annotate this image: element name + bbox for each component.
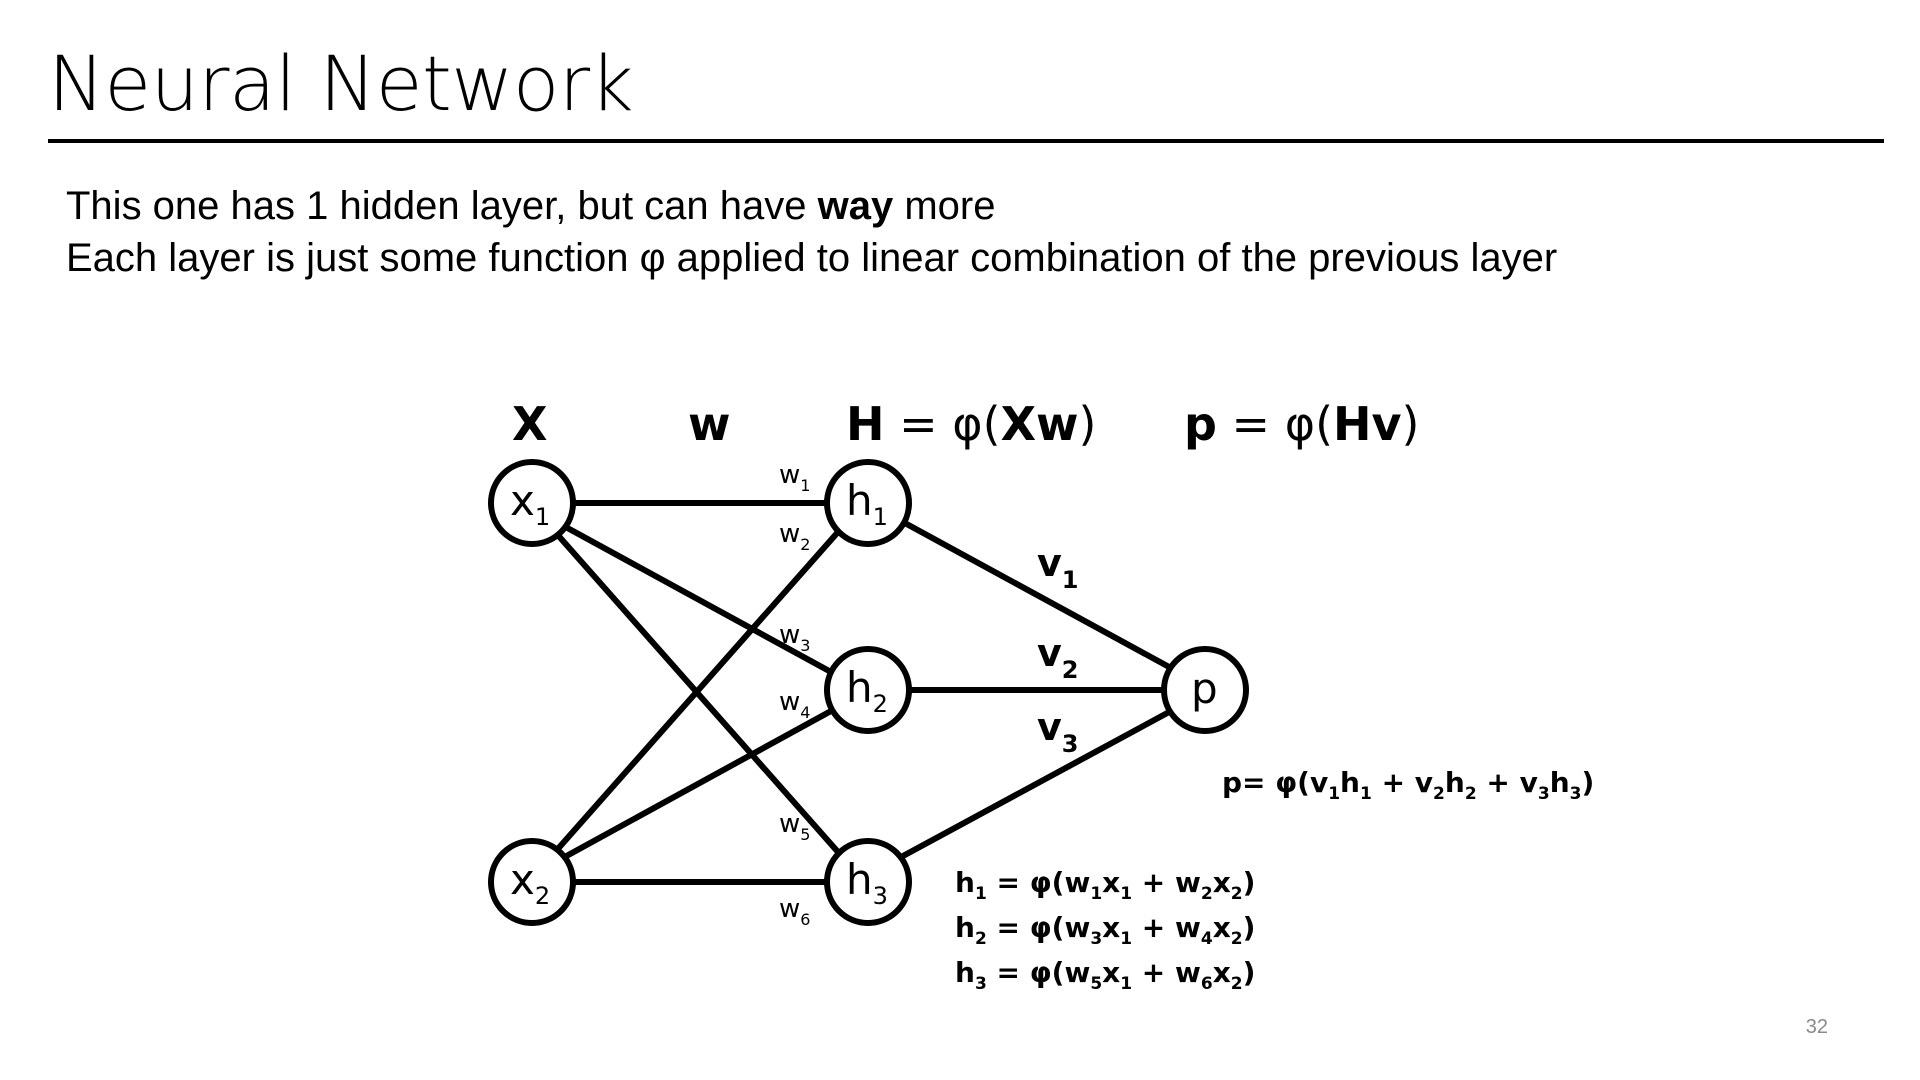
weight-w4-label: w4: [779, 687, 810, 722]
equation-h1: h1 = φ(w1x1 + w2x2): [955, 866, 1255, 904]
header-p-eq: = φ(: [1217, 397, 1333, 451]
page-number: 32: [1805, 1016, 1828, 1038]
header-p-lhs: p: [1184, 397, 1217, 451]
node-h3: [824, 838, 912, 926]
header-p-close: ): [1402, 397, 1420, 451]
weight-w6-label: w6: [779, 894, 810, 929]
body-line-2: Each layer is just some function φ appli…: [66, 236, 1558, 280]
slide-title: Neural Network: [48, 39, 634, 128]
weight-w5-label: w5: [779, 809, 810, 844]
equation-p: p= φ(v1h1 + v2h2 + v3h3): [1222, 766, 1594, 804]
title-underline: [48, 139, 1884, 143]
node-h1: [824, 459, 912, 547]
weight-v3-label: v3: [1037, 705, 1078, 758]
node-h2-label: h2: [846, 663, 888, 718]
nodes: [488, 459, 1249, 926]
weight-w1-label: w1: [779, 460, 810, 495]
node-p: [1161, 646, 1249, 734]
header-w: w: [688, 397, 731, 451]
header-p-formula: p = φ(Hv): [1184, 397, 1419, 451]
equation-h2: h2 = φ(w3x1 + w4x2): [955, 911, 1255, 949]
body-line-1-post: more: [893, 184, 996, 228]
body-line-1-bold: way: [817, 184, 894, 228]
slide-body: This one has 1 hidden layer, but can hav…: [66, 180, 1557, 284]
edge-x2-h2: [558, 708, 834, 862]
node-x1: [488, 459, 576, 547]
weight-w2-label: w2: [779, 519, 810, 554]
header-h-formula: H = φ(Xw): [846, 397, 1097, 451]
header-h-eq: = φ(: [885, 397, 1001, 451]
equation-h3: h3 = φ(w5x1 + w6x2): [955, 956, 1255, 994]
node-x2: [488, 838, 576, 926]
node-x2-label: x2: [510, 855, 550, 910]
weight-v2-label: v2: [1037, 631, 1078, 684]
weight-v1-label: v1: [1037, 541, 1078, 594]
node-x1-label: x1: [510, 476, 550, 531]
header-p-inner: Hv: [1333, 397, 1401, 451]
header-h-inner: Xw: [1001, 397, 1079, 451]
body-line-1-pre: This one has 1 hidden layer, but can hav…: [66, 184, 818, 228]
node-h3-label: h3: [846, 855, 888, 910]
edges: [553, 500, 1174, 885]
header-x: X: [512, 397, 547, 451]
edge-x2-h1: [553, 529, 841, 854]
weight-w3-label: w3: [779, 620, 810, 655]
node-h1-label: h1: [846, 476, 888, 531]
header-h-lhs: H: [846, 397, 885, 451]
edge-x1-h2: [559, 522, 834, 675]
header-h-close: ): [1079, 397, 1097, 451]
edge-h1-p: [900, 519, 1174, 671]
edge-h3-p: [900, 708, 1174, 859]
node-h2: [824, 646, 912, 734]
node-p-label: p: [1191, 664, 1218, 713]
body-line-1: This one has 1 hidden layer, but can hav…: [66, 180, 1557, 232]
